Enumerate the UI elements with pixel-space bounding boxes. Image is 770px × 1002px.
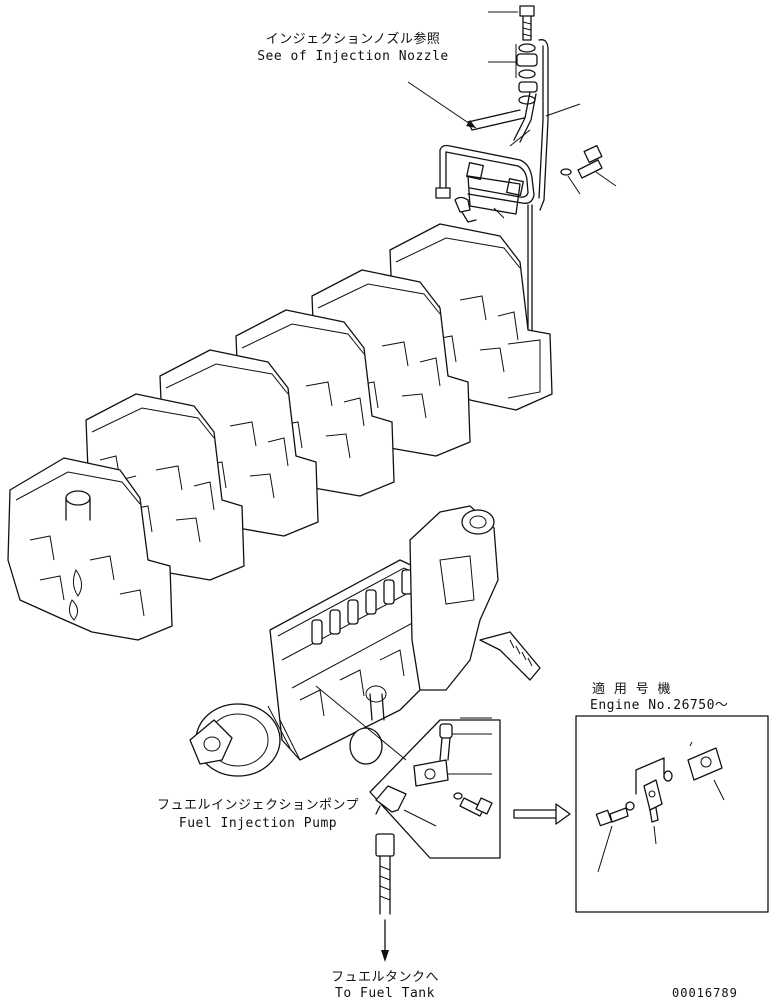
tank-label-jp: フュエルタンクへ xyxy=(330,970,439,985)
tank-label-en: To Fuel Tank xyxy=(335,986,435,1001)
to-detail-arrow xyxy=(513,803,571,825)
top-bolt xyxy=(519,5,535,41)
leader-lines-top xyxy=(407,11,617,219)
applicable-label-jp: 適 用 号 機 xyxy=(592,682,671,697)
engine-cylinder-heads xyxy=(7,223,553,641)
clamp-bolt xyxy=(560,144,603,179)
pump-label-en: Fuel Injection Pump xyxy=(178,816,338,831)
figure-number: 00016789 xyxy=(672,986,738,1000)
nozzle-label-en: See of Injection Nozzle xyxy=(257,49,449,64)
fuel-injection-pump xyxy=(189,505,541,777)
applicable-detail-box xyxy=(575,715,769,913)
nozzle-label-jp: インジェクションノズル参照 xyxy=(265,32,441,47)
pump-label-jp: フュエルインジェクションポンプ xyxy=(156,798,360,813)
banjo-washers xyxy=(516,43,538,105)
delivery-valves xyxy=(311,569,413,645)
fuel-line-detail xyxy=(315,685,501,962)
applicable-label-en: Engine No.26750～ xyxy=(590,698,729,713)
